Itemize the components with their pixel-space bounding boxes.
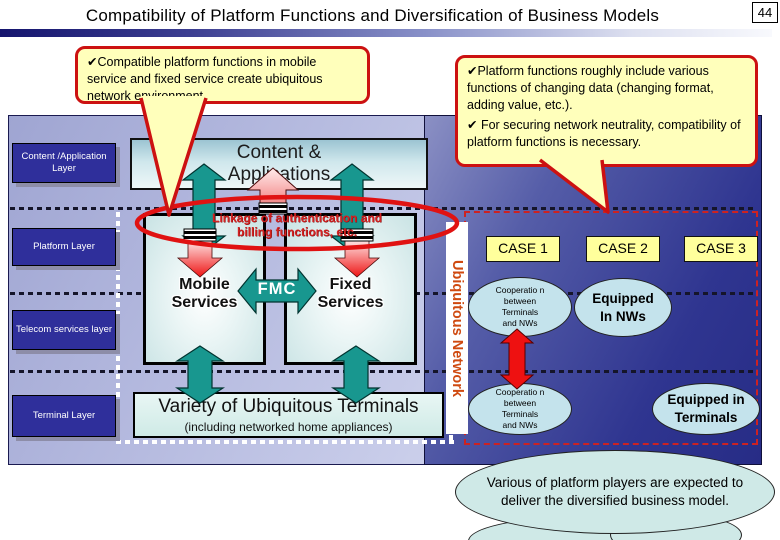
cooperation-ellipse-bottom-text: Cooperatio n between Terminals and NWs xyxy=(495,386,545,431)
case2-box: CASE 2 xyxy=(586,236,660,262)
equipped-in-terminals-ellipse: Equipped in Terminals xyxy=(652,383,760,435)
callout-right-bullet1: ✔Platform functions roughly include vari… xyxy=(467,64,714,112)
ubiquitous-network-strip: Ubiquitous Network xyxy=(446,222,468,434)
case3-box: CASE 3 xyxy=(684,236,758,262)
layer-label-text: Content /Application Layer xyxy=(21,150,107,174)
mobile-services-label: Mobile Services xyxy=(143,276,266,313)
layer-label-text: Terminal Layer xyxy=(32,409,96,421)
equipped-in-nws-ellipse: Equipped In NWs xyxy=(574,278,672,337)
white-dashed-boundary-bottom xyxy=(116,440,454,444)
mobile-services-text: Mobile Services xyxy=(171,276,238,312)
conclusion-ellipse: Various of platform players are expected… xyxy=(455,450,775,534)
cooperation-ellipse-top-text: Cooperatio n between Terminals and NWs xyxy=(495,284,545,329)
conclusion-text: Various of platform players are expected… xyxy=(486,474,744,508)
white-dashed-boundary-right xyxy=(449,426,453,442)
callout-right-bullet2: ✔ For securing network neutrality, compa… xyxy=(467,117,741,149)
layer-label-telecom-services: Telecom services layer xyxy=(12,310,116,350)
equipped-in-nws-text: Equipped In NWs xyxy=(592,290,654,324)
fixed-services-label: Fixed Services xyxy=(284,276,417,313)
case1-box: CASE 1 xyxy=(486,236,560,262)
page-number: 44 xyxy=(752,2,778,23)
ubiquitous-network-label: Ubiquitous Network xyxy=(449,259,465,397)
layer-label-text: Telecom services layer xyxy=(15,323,113,335)
layer-label-platform: Platform Layer xyxy=(12,228,116,266)
layer-label-terminal: Terminal Layer xyxy=(12,395,116,437)
callout-compatible-functions: ✔Compatible platform functions in mobile… xyxy=(75,46,370,104)
ubiquitous-terminals-title: Variety of Ubiquitous Terminals xyxy=(158,396,419,417)
title-divider-bar xyxy=(0,29,772,37)
layer-divider-dashed-bottom xyxy=(10,370,756,373)
cooperation-ellipse-top: Cooperatio n between Terminals and NWs xyxy=(468,277,572,337)
ubiquitous-terminals-box: Variety of Ubiquitous Terminals (includi… xyxy=(133,392,444,438)
layer-label-text: Platform Layer xyxy=(33,240,95,252)
layer-label-content-application: Content /Application Layer xyxy=(12,143,116,183)
ubiquitous-terminals-subtitle: (including networked home appliances) xyxy=(184,419,393,434)
page-title: Compatibility of Platform Functions and … xyxy=(85,6,660,25)
white-dashed-boundary-left xyxy=(116,212,120,443)
content-applications-box: Content & Applications xyxy=(130,138,428,190)
callout-left-text: ✔Compatible platform functions in mobile… xyxy=(87,55,323,103)
layer-divider-dashed-top xyxy=(10,207,756,210)
content-applications-label: Content & Applications xyxy=(227,142,331,185)
equipped-in-terminals-text: Equipped in Terminals xyxy=(667,392,745,425)
fixed-services-text: Fixed Services xyxy=(317,276,384,312)
linkage-label: Linkage of authentication and billing fu… xyxy=(211,211,382,240)
callout-platform-functions: ✔Platform functions roughly include vari… xyxy=(455,55,758,167)
fmc-label: FMC xyxy=(257,280,297,298)
cooperation-ellipse-bottom: Cooperatio n between Terminals and NWs xyxy=(468,383,572,435)
